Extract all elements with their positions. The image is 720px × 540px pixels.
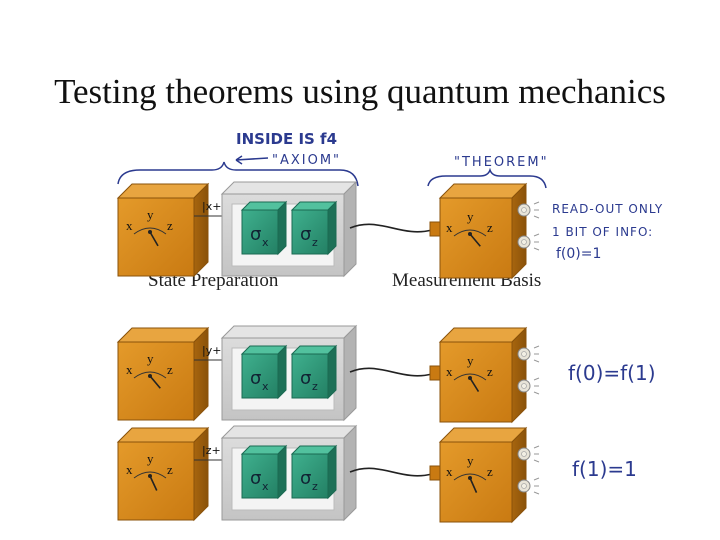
measurement-dial: xyz bbox=[446, 209, 493, 247]
sigma-subscript: z bbox=[312, 480, 318, 493]
slide-title: Testing theorems using quantum mechanics bbox=[54, 72, 666, 111]
prep-brace bbox=[117, 161, 359, 187]
source-box bbox=[116, 326, 210, 422]
row2-note: f(0)=f(1) bbox=[568, 361, 656, 385]
dial-pivot bbox=[468, 476, 472, 480]
dial-needle bbox=[149, 231, 159, 247]
measurement-box bbox=[438, 182, 528, 280]
dial-needle bbox=[149, 375, 161, 389]
sigma-subscript: z bbox=[312, 380, 318, 393]
axis-z-label: z bbox=[487, 364, 493, 379]
dial-pivot bbox=[148, 374, 152, 378]
axis-z-label: z bbox=[167, 462, 173, 477]
measurement-box bbox=[438, 426, 528, 524]
measurement-dial: xyz bbox=[446, 453, 493, 493]
measure-brace bbox=[427, 167, 547, 189]
dial-arc bbox=[453, 229, 487, 237]
lamp-bottom bbox=[517, 377, 540, 395]
axis-y-label: y bbox=[147, 451, 154, 466]
lamp-bottom bbox=[517, 233, 540, 251]
dial-pivot bbox=[468, 232, 472, 236]
axis-z-label: z bbox=[167, 362, 173, 377]
cable bbox=[349, 367, 433, 377]
axis-y-label: y bbox=[147, 351, 154, 366]
axis-z-label: z bbox=[487, 220, 493, 235]
dial-needle bbox=[469, 377, 480, 392]
lamp-bottom bbox=[517, 477, 540, 495]
source-dial: xyz bbox=[126, 351, 173, 389]
axis-z-label: z bbox=[167, 218, 173, 233]
sigma-subscript: z bbox=[312, 236, 318, 249]
cable bbox=[349, 223, 433, 233]
dial-arc bbox=[453, 473, 487, 481]
source-box bbox=[116, 182, 210, 278]
sigma-subscript: x bbox=[262, 236, 269, 249]
sigma-label: σ bbox=[300, 224, 311, 245]
lamp-top bbox=[517, 445, 540, 463]
sigma-label: σ bbox=[250, 368, 261, 389]
sigma-subscript: x bbox=[262, 380, 269, 393]
axis-y-label: y bbox=[467, 453, 474, 468]
readout-note-3: f(0)=1 bbox=[556, 246, 601, 262]
measurement-box bbox=[438, 326, 528, 424]
source-dial: xyz bbox=[126, 451, 173, 491]
axis-x-label: x bbox=[446, 220, 453, 235]
axis-z-label: z bbox=[487, 464, 493, 479]
sigma-label: σ bbox=[300, 468, 311, 489]
sigma-label: σ bbox=[250, 224, 261, 245]
readout-note-2: 1 BIT OF INFO: bbox=[552, 225, 653, 239]
dial-arc bbox=[133, 371, 167, 379]
sigma-subscript: x bbox=[262, 480, 269, 493]
dial-pivot bbox=[148, 230, 152, 234]
theorem-note: "THEOREM" bbox=[454, 155, 549, 170]
dial-needle bbox=[149, 475, 158, 491]
axis-x-label: x bbox=[446, 364, 453, 379]
source-box bbox=[116, 426, 210, 522]
dial-arc bbox=[453, 373, 487, 381]
inside-is-note: INSIDE IS f4 bbox=[236, 130, 337, 148]
state-ket-label: |z+⟩ bbox=[202, 444, 225, 457]
readout-note-1: READ-OUT ONLY bbox=[552, 202, 663, 216]
axis-x-label: x bbox=[126, 218, 133, 233]
row3-note: f(1)=1 bbox=[572, 457, 637, 481]
dial-pivot bbox=[468, 376, 472, 380]
axis-y-label: y bbox=[467, 209, 474, 224]
dial-arc bbox=[133, 471, 167, 479]
sigma-label: σ bbox=[300, 368, 311, 389]
axiom-arrow bbox=[235, 155, 269, 165]
sigma-label: σ bbox=[250, 468, 261, 489]
cable bbox=[349, 467, 433, 477]
dial-needle bbox=[469, 477, 478, 493]
state-ket-label: |x+⟩ bbox=[202, 200, 226, 213]
axis-y-label: y bbox=[467, 353, 474, 368]
dial-pivot bbox=[148, 474, 152, 478]
axis-y-label: y bbox=[147, 207, 154, 222]
axiom-note: "AXIOM" bbox=[272, 153, 341, 168]
axis-x-label: x bbox=[126, 462, 133, 477]
axis-x-label: x bbox=[126, 362, 133, 377]
lamp-top bbox=[517, 345, 540, 363]
source-dial: xyz bbox=[126, 207, 173, 247]
lamp-top bbox=[517, 201, 540, 219]
measurement-dial: xyz bbox=[446, 353, 493, 392]
state-ket-label: |y+⟩ bbox=[202, 344, 226, 357]
dial-needle bbox=[469, 233, 481, 247]
axis-x-label: x bbox=[446, 464, 453, 479]
dial-arc bbox=[133, 227, 167, 235]
